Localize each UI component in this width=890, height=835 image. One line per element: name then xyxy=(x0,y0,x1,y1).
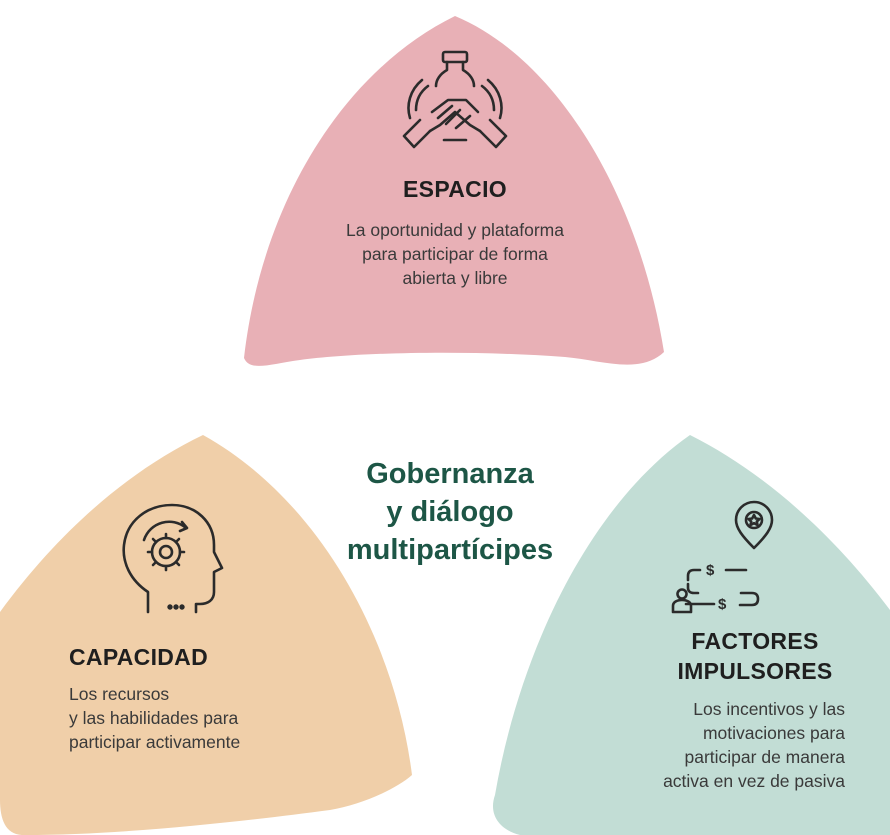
capacidad-desc-line: y las habilidades para xyxy=(69,708,239,728)
center-title: Gobernanza y diálogo multipartícipes xyxy=(300,455,600,569)
center-title-line: multipartícipes xyxy=(346,534,554,566)
incentive-path-icon xyxy=(671,500,774,614)
factores-title-line: FACTORES xyxy=(691,628,819,654)
head-gear-icon xyxy=(122,503,224,614)
hands-together-icon xyxy=(402,50,508,149)
capacidad-description: Los recursos y las habilidades para part… xyxy=(69,682,329,754)
center-title-line: Gobernanza xyxy=(366,458,534,490)
capacidad-title: CAPACIDAD xyxy=(69,644,208,670)
factores-petal xyxy=(492,435,890,835)
factores-desc-line: participar de manera xyxy=(684,747,846,767)
factores-title-line: IMPULSORES xyxy=(677,658,833,684)
dollar-sign-upper: $ xyxy=(706,562,715,579)
capacidad-petal xyxy=(0,435,412,835)
factores-description: Los incentivos y las motivaciones para p… xyxy=(585,697,845,793)
factores-desc-line: motivaciones para xyxy=(702,723,845,743)
espacio-petal xyxy=(244,16,664,366)
center-title-line: y diálogo xyxy=(386,496,514,528)
dollar-sign-lower: $ xyxy=(718,596,727,613)
espacio-title: ESPACIO xyxy=(403,176,507,202)
capacidad-desc-line: participar activamente xyxy=(69,732,241,752)
espacio-desc-line: para participar de forma xyxy=(362,244,548,264)
capacidad-desc-line: Los recursos xyxy=(69,684,170,704)
factores-desc-line: Los incentivos y las xyxy=(693,699,845,719)
espacio-desc-line: abierta y libre xyxy=(402,268,508,288)
espacio-desc-line: La oportunidad y plataforma xyxy=(346,220,564,240)
factores-title: FACTORES IMPULSORES xyxy=(640,626,870,686)
espacio-description: La oportunidad y plataforma para partici… xyxy=(280,218,630,290)
factores-desc-line: activa en vez de pasiva xyxy=(663,771,845,791)
